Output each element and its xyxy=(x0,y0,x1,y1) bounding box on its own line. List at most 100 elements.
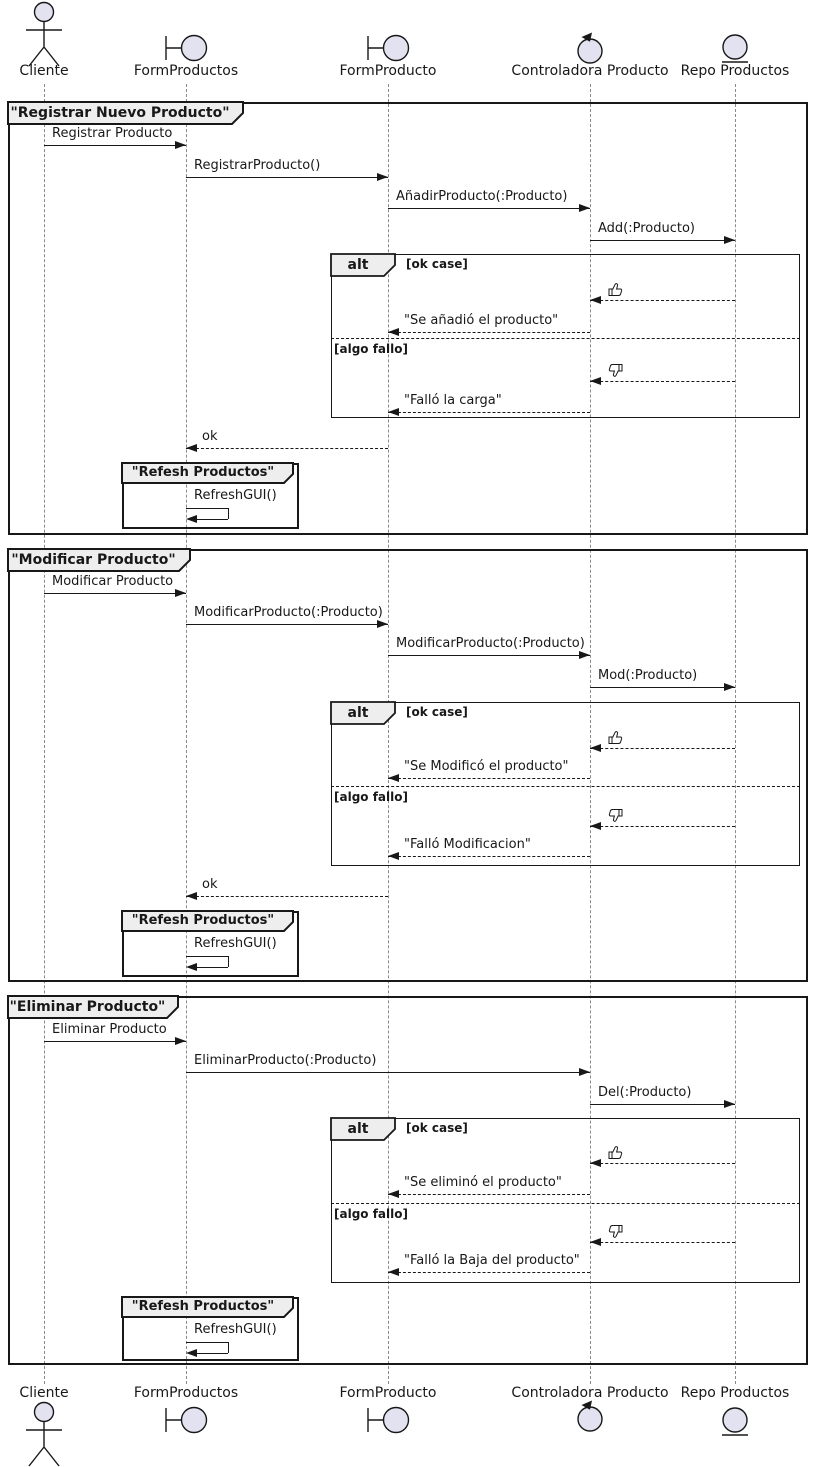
refresh-title: "Refesh Productos" xyxy=(131,465,275,480)
alt-operator-tab xyxy=(330,701,396,725)
arrowhead-icon xyxy=(388,852,399,860)
message-label: "Se añadió el producto" xyxy=(404,313,559,328)
alt-fragment xyxy=(331,254,800,418)
arrowhead-icon xyxy=(186,1349,197,1357)
refresh-title: "Refesh Productos" xyxy=(131,913,275,928)
guard-label: [ok case] xyxy=(406,1121,468,1135)
section-title: "Registrar Nuevo Producto" xyxy=(10,105,230,121)
section-frame xyxy=(8,996,808,1365)
self-message-arrow xyxy=(228,508,229,519)
lifeline xyxy=(44,84,45,1384)
message-arrow xyxy=(186,448,388,449)
message-label: Del(:Producto) xyxy=(598,1085,692,1100)
actor-icon xyxy=(26,1401,62,1467)
thumbs-down-icon xyxy=(608,364,623,377)
message-arrow xyxy=(388,412,590,413)
self-message-arrow xyxy=(186,508,228,509)
message-label: "Falló la Baja del producto" xyxy=(404,1253,580,1268)
message-arrow xyxy=(388,778,590,779)
message-arrow xyxy=(590,300,735,301)
arrowhead-icon xyxy=(724,1100,735,1108)
lifeline xyxy=(735,84,736,1384)
message-label: Eliminar Producto xyxy=(52,1022,167,1037)
participant-label: FormProductos xyxy=(133,63,239,79)
section-title: "Eliminar Producto" xyxy=(9,999,166,1015)
participant-label: Controladora Producto xyxy=(511,63,669,79)
message-label: ok xyxy=(202,877,218,892)
message-arrow xyxy=(590,1242,735,1243)
section-frame xyxy=(8,549,808,982)
arrowhead-icon xyxy=(388,1268,399,1276)
refresh-title-tab xyxy=(121,462,294,484)
message-arrow xyxy=(388,655,590,656)
alt-fragment xyxy=(331,702,800,866)
arrowhead-icon xyxy=(388,328,399,336)
arrowhead-icon xyxy=(590,1238,601,1246)
message-label: AñadirProducto(:Producto) xyxy=(396,189,568,204)
boundary-icon xyxy=(165,34,208,62)
alt-operator-label: alt xyxy=(347,257,369,273)
message-label: "Falló la carga" xyxy=(404,393,502,408)
refresh-title-tab xyxy=(121,910,294,932)
arrowhead-icon xyxy=(590,744,601,752)
thumbs-up-icon xyxy=(608,1146,623,1159)
message-arrow xyxy=(44,593,186,594)
message-label: Add(:Producto) xyxy=(598,221,696,236)
message-arrow xyxy=(590,826,735,827)
message-arrow xyxy=(590,687,735,688)
arrowhead-icon xyxy=(579,204,590,212)
participant-label: FormProducto xyxy=(339,63,437,79)
arrowhead-icon xyxy=(186,892,197,900)
message-arrow xyxy=(590,1163,735,1164)
message-label: "Falló Modificacion" xyxy=(404,837,531,852)
participant-label: Cliente xyxy=(19,63,69,79)
refresh-title: "Refesh Productos" xyxy=(131,1299,275,1314)
arrowhead-icon xyxy=(590,377,601,385)
alt-fragment xyxy=(331,1118,800,1283)
message-label: Mod(:Producto) xyxy=(598,668,698,683)
message-label: Registrar Producto xyxy=(52,126,173,141)
message-arrow xyxy=(590,381,735,382)
message-label: Modificar Producto xyxy=(52,574,174,589)
arrowhead-icon xyxy=(724,683,735,691)
control-icon xyxy=(577,1400,603,1432)
lifeline xyxy=(590,84,591,1384)
message-arrow xyxy=(388,1272,590,1273)
message-arrow xyxy=(186,896,388,897)
alt-operator-label: alt xyxy=(347,1121,369,1137)
lifeline xyxy=(388,84,389,1384)
arrowhead-icon xyxy=(590,296,601,304)
thumbs-down-icon xyxy=(608,1225,623,1238)
participant-label: Cliente xyxy=(19,1385,69,1401)
message-arrow xyxy=(44,1041,186,1042)
arrowhead-icon xyxy=(377,620,388,628)
entity-icon xyxy=(722,1407,748,1436)
message-label: "Se Modificó el producto" xyxy=(404,759,569,774)
participant-label: FormProducto xyxy=(339,1385,437,1401)
message-arrow xyxy=(388,856,590,857)
arrowhead-icon xyxy=(186,963,197,971)
participant-label: Controladora Producto xyxy=(511,1385,669,1401)
arrowhead-icon xyxy=(579,1068,590,1076)
message-arrow xyxy=(186,624,388,625)
message-label: ModificarProducto(:Producto) xyxy=(194,605,383,620)
boundary-icon xyxy=(367,34,410,62)
section-title-tab xyxy=(7,995,179,1019)
self-message-arrow xyxy=(228,956,229,967)
guard-label: [algo fallo] xyxy=(334,790,408,804)
message-arrow xyxy=(590,1104,735,1105)
self-message-arrow xyxy=(186,1342,228,1343)
alt-operator-tab xyxy=(330,1117,396,1141)
section-frame xyxy=(8,102,808,535)
message-arrow xyxy=(44,145,186,146)
arrowhead-icon xyxy=(175,1037,186,1045)
arrowhead-icon xyxy=(590,1159,601,1167)
boundary-icon xyxy=(165,1406,208,1434)
message-arrow xyxy=(590,240,735,241)
lifeline xyxy=(186,84,187,1384)
guard-label: [algo fallo] xyxy=(334,1207,408,1221)
message-label: EliminarProducto(:Producto) xyxy=(194,1053,377,1068)
thumbs-up-icon xyxy=(608,283,623,296)
alt-divider xyxy=(331,1203,800,1204)
